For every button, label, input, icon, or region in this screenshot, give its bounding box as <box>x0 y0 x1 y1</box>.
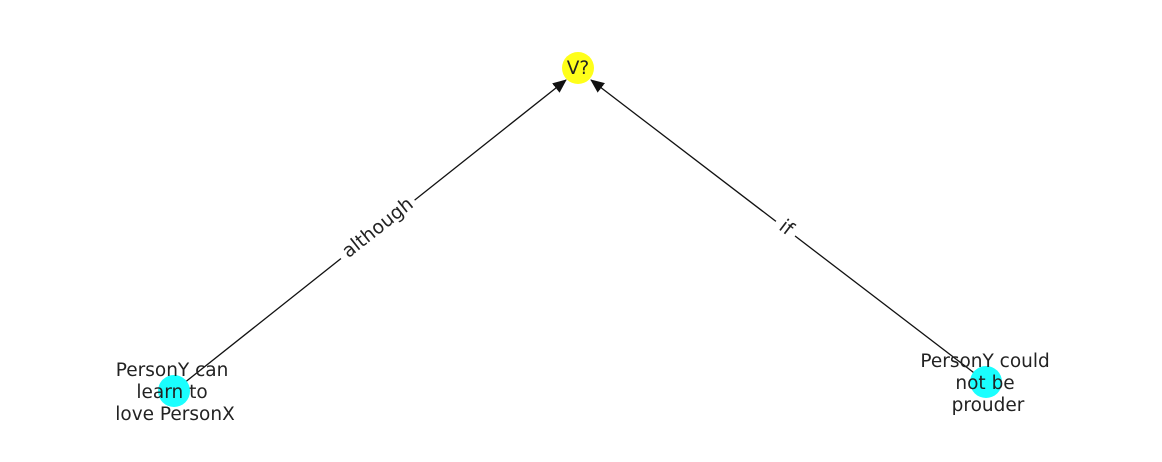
node-right-label: PersonY could not be prouder <box>920 351 1055 416</box>
node-root: V? <box>562 52 594 84</box>
edge-label-although: although <box>338 193 418 263</box>
node-right: PersonY could not be prouder <box>920 351 1055 416</box>
node-right-label-line-1: PersonY could <box>920 351 1049 372</box>
node-left-label-line-1: PersonY can <box>116 360 229 381</box>
node-left-label: PersonY can learn to love PersonX <box>115 360 235 425</box>
edge-label-bg-right <box>769 211 803 245</box>
node-root-label: V? <box>567 58 589 79</box>
node-left-label-line-3: love PersonX <box>115 404 235 425</box>
node-right-circle <box>970 366 1002 398</box>
edge-if: if <box>590 79 987 383</box>
node-left: PersonY can learn to love PersonX <box>115 360 235 425</box>
node-left-circle <box>158 375 190 407</box>
node-right-label-line-3: prouder <box>952 395 1025 416</box>
node-left-label-line-2: learn to <box>136 382 207 403</box>
node-right-label-line-2: not be <box>955 373 1014 394</box>
edge-label-bg-left <box>332 190 422 268</box>
node-root-circle <box>562 52 594 84</box>
edge-although: although <box>173 79 567 392</box>
